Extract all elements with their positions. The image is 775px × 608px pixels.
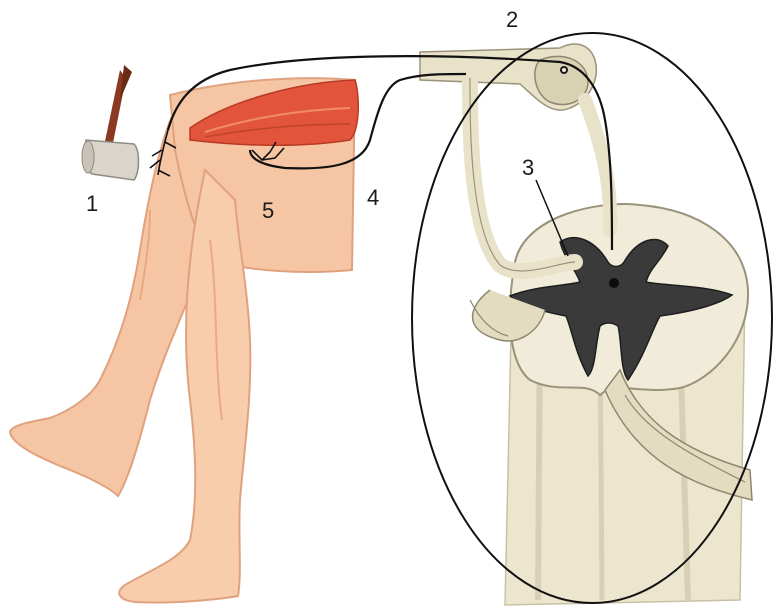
label-spinal-cord: 3 bbox=[522, 157, 534, 179]
legs bbox=[10, 78, 355, 602]
label-hammer: 1 bbox=[86, 193, 98, 215]
label-nerve: 4 bbox=[367, 187, 379, 209]
label-ganglion: 2 bbox=[506, 9, 518, 31]
label-muscle: 5 bbox=[262, 200, 274, 222]
reflex-hammer bbox=[82, 65, 139, 180]
